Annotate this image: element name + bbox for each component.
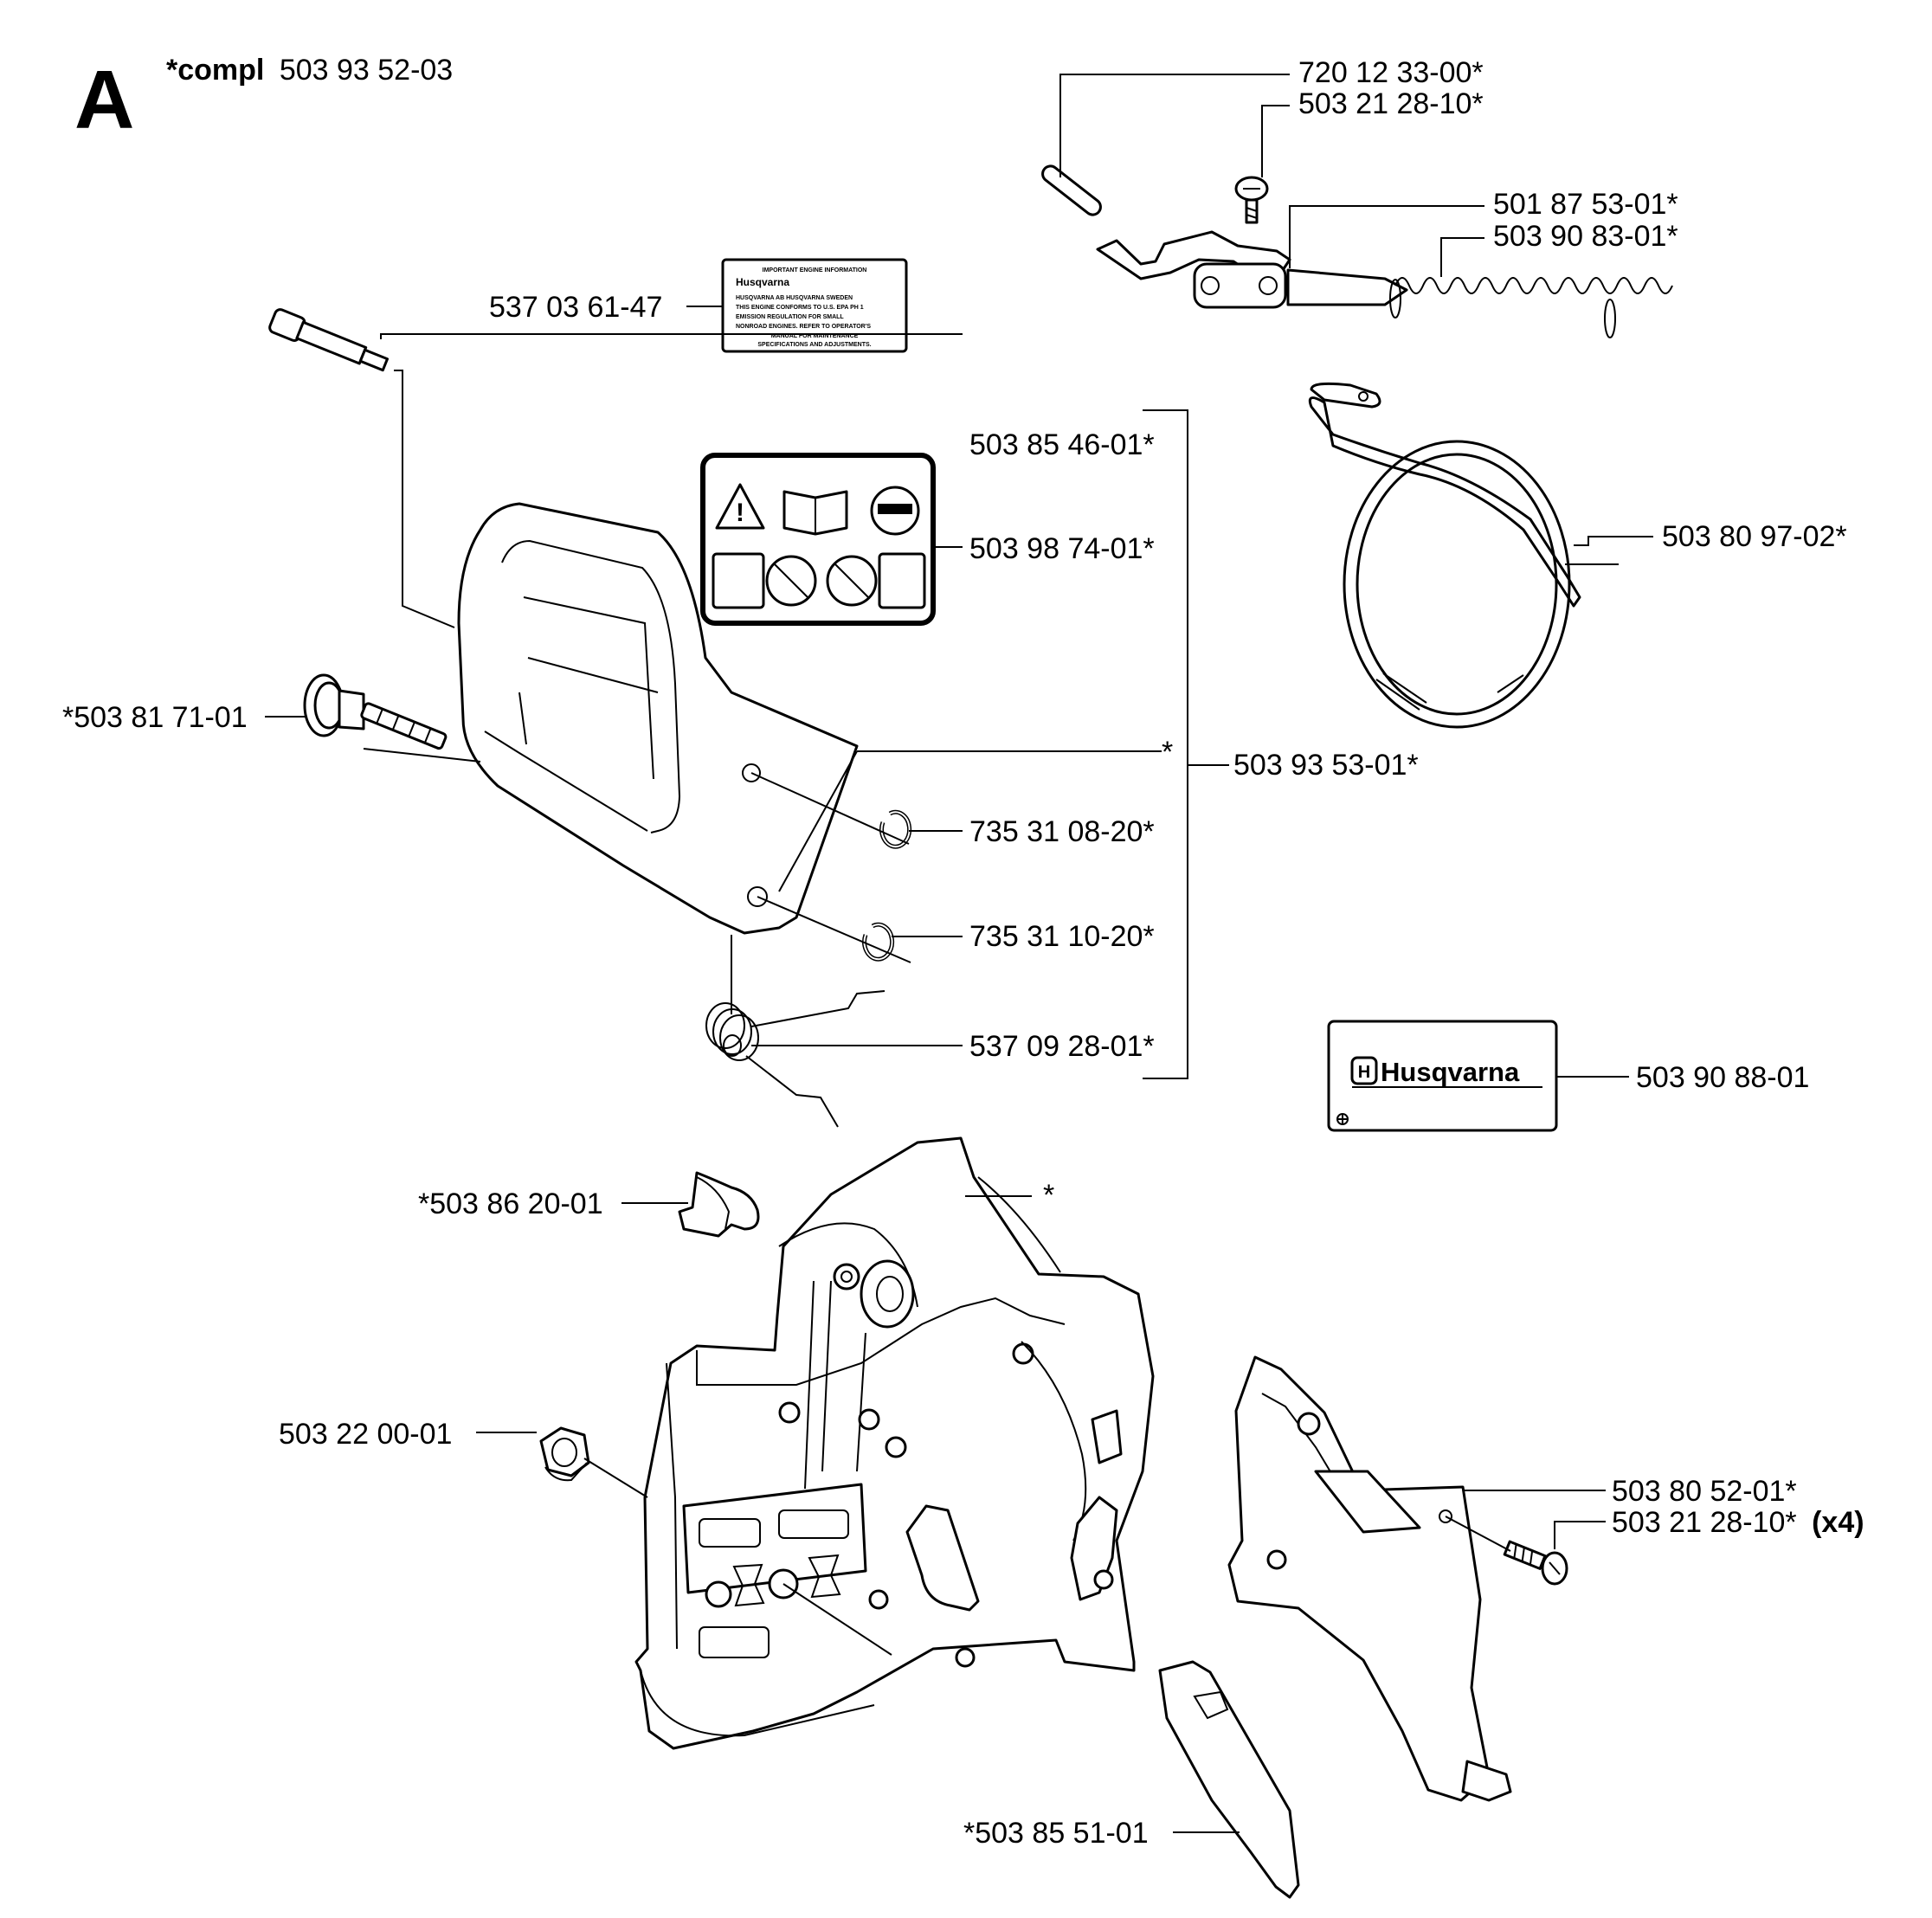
- label-503-21-28-10-x4-number: 503 21 28-10*: [1612, 1506, 1797, 1539]
- circlip-2: [862, 922, 895, 962]
- label-503-90-83-01: 503 90 83-01*: [1493, 220, 1678, 253]
- decal-line6: MANUAL FOR MAINTENANCE: [771, 333, 859, 339]
- label-501-87-53-01: 501 87 53-01*: [1493, 188, 1678, 221]
- section-letter: A: [74, 54, 134, 146]
- label-x4-suffix: (x4): [1812, 1506, 1864, 1539]
- decal-line5: NONROAD ENGINES. REFER TO OPERATOR'S: [736, 324, 871, 330]
- stud-part: [303, 673, 448, 750]
- label-503-93-53-01: 503 93 53-01*: [1233, 749, 1419, 782]
- engine-info-decal: IMPORTANT ENGINE INFORMATION Husqvarna H…: [721, 258, 908, 353]
- flange-nut-part: [539, 1426, 590, 1482]
- label-503-21-28-10-top: 503 21 28-10*: [1298, 87, 1484, 120]
- safety-symbols-decal: !: [700, 453, 936, 626]
- decal-line3: THIS ENGINE CONFORMS TO U.S. EPA PH 1: [736, 305, 864, 311]
- label-503-81-71-01: *503 81 71-01: [62, 701, 248, 734]
- label-537-09-28-01: 537 09 28-01*: [969, 1030, 1155, 1063]
- chain-guide-plate-part: [1227, 1355, 1512, 1802]
- bolt-part: [268, 308, 390, 372]
- spring-part: [1389, 277, 1673, 338]
- label-735-31-08-20: 735 31 08-20*: [969, 815, 1155, 848]
- plate-brand: Husqvarna: [1381, 1057, 1520, 1087]
- svg-text:!: !: [736, 499, 744, 527]
- label-asterisk-1: *: [1162, 736, 1173, 769]
- label-503-21-28-10-x4: 503 21 28-10* (x4): [1612, 1506, 1864, 1539]
- brake-band-part: [1308, 382, 1619, 729]
- screw-part-x4: [1503, 1540, 1568, 1586]
- screw-part-top: [1234, 176, 1269, 224]
- label-asterisk-2: *: [1043, 1179, 1054, 1212]
- label-503-80-97-02: 503 80 97-02*: [1662, 520, 1847, 553]
- chain-brake-lever-group: [1041, 74, 1673, 338]
- compl-prefix: *compl: [166, 54, 264, 87]
- label-720-12-33-00: 720 12 33-00*: [1298, 56, 1484, 89]
- husqvarna-plate: H Husqvarna: [1327, 1020, 1558, 1132]
- clutch-cover-group: *503 86 20-01: [279, 1136, 1155, 1750]
- protective-plate-part: [1158, 1660, 1300, 1899]
- label-537-03-61-47: 537 03 61-47: [489, 291, 662, 324]
- compl-label: *compl 503 93 52-03: [166, 54, 453, 87]
- hand-guard-group: [268, 308, 1162, 935]
- label-503-98-74-01: 503 98 74-01*: [969, 532, 1155, 565]
- decal-brand: Husqvarna: [736, 276, 789, 288]
- torsion-spring-part: [705, 935, 963, 1128]
- label-503-80-52-01: 503 80 52-01*: [1612, 1475, 1797, 1508]
- svg-text:H: H: [1358, 1063, 1370, 1082]
- decal-line4: EMISSION REGULATION FOR SMALL: [736, 314, 844, 320]
- label-735-31-10-20: 735 31 10-20*: [969, 920, 1155, 953]
- decal-line2: HUSQVARNA AB HUSQVARNA SWEDEN: [736, 295, 853, 301]
- compl-number: 503 93 52-03: [280, 54, 453, 87]
- decal-line1: IMPORTANT ENGINE INFORMATION: [763, 267, 867, 274]
- decal-line7: SPECIFICATIONS AND ADJUSTMENTS.: [757, 342, 871, 348]
- label-503-90-88-01: 503 90 88-01: [1636, 1061, 1809, 1094]
- label-503-85-51-01: *503 85 51-01: [963, 1817, 1149, 1850]
- label-503-86-20-01: *503 86 20-01: [418, 1187, 603, 1220]
- label-503-85-46-01: 503 85 46-01*: [969, 428, 1155, 461]
- pin-part: [1041, 164, 1102, 216]
- label-503-22-00-01: 503 22 00-01: [279, 1418, 452, 1451]
